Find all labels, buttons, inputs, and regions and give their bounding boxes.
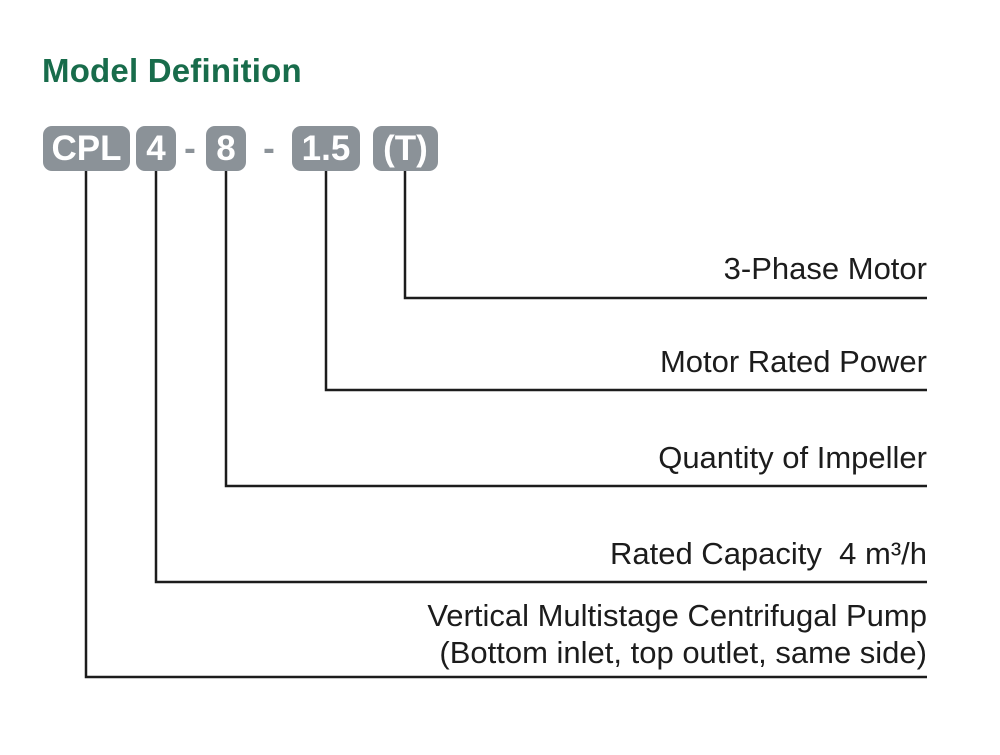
model-segment-impeller-qty: 8 [206, 126, 246, 171]
page-title: Model Definition [42, 52, 302, 89]
model-segment-separator: - [184, 129, 196, 168]
callout-label-impeller: Quantity of Impeller [658, 440, 927, 475]
callout-label-power: Motor Rated Power [659, 344, 927, 379]
model-segment-separator: - [263, 129, 275, 168]
model-segment-power: 1.5 [292, 126, 360, 171]
callout-label-capacity: Rated Capacity 4 m³/h [609, 536, 927, 571]
callout-label-series: Vertical Multistage Centrifugal Pump (Bo… [427, 597, 927, 671]
callout-label-series-line2: (Bottom inlet, top outlet, same side) [439, 635, 927, 670]
model-segment-capacity: 4 [136, 126, 176, 171]
callout-label-series-line1: Vertical Multistage Centrifugal Pump [427, 598, 927, 633]
model-segment-phase: (T) [373, 126, 438, 171]
callout-label-phase: 3-Phase Motor [723, 251, 927, 286]
model-segment-series: CPL [43, 126, 130, 171]
